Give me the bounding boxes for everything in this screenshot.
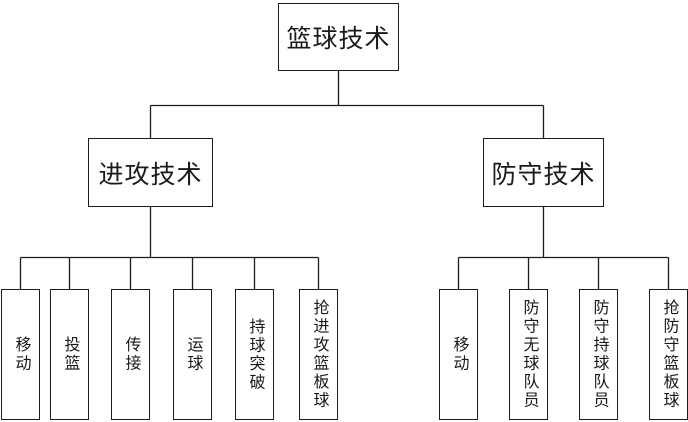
node-leaf-offense-rebound: 抢进攻篮板球 [299,289,338,420]
node-branch-offense: 进攻技术 [88,138,213,207]
node-branch-defense: 防守技术 [483,138,604,207]
leaf-label: 持球突破 [246,317,264,392]
node-leaf-offense-dribble: 运球 [173,289,212,420]
node-branch-offense-label: 进攻技术 [98,161,203,189]
node-root-label: 篮球技术 [286,26,391,53]
node-leaf-defense-off-ball: 防守无球队员 [509,289,548,420]
node-leaf-defense-on-ball: 防守持球队员 [579,289,618,420]
leaf-label: 传接 [122,336,140,373]
leaf-label: 抢防守篮板球 [660,299,678,410]
leaf-label: 防守持球队员 [590,299,608,410]
node-leaf-defense-move: 移动 [439,289,478,420]
node-root: 篮球技术 [278,3,399,71]
node-branch-defense-label: 防守技术 [491,161,596,189]
leaf-label: 运球 [184,336,202,373]
leaf-label: 投篮 [61,336,79,373]
leaf-label: 移动 [12,336,30,373]
leaf-label: 防守无球队员 [520,299,538,410]
leaf-label: 抢进攻篮板球 [310,299,328,410]
node-leaf-offense-shoot: 投篮 [50,289,89,420]
leaf-label: 移动 [450,336,468,373]
node-leaf-offense-drive: 持球突破 [235,289,274,420]
node-leaf-defense-rebound: 抢防守篮板球 [649,289,688,420]
node-leaf-offense-pass: 传接 [111,289,150,420]
node-leaf-offense-move: 移动 [1,289,40,420]
